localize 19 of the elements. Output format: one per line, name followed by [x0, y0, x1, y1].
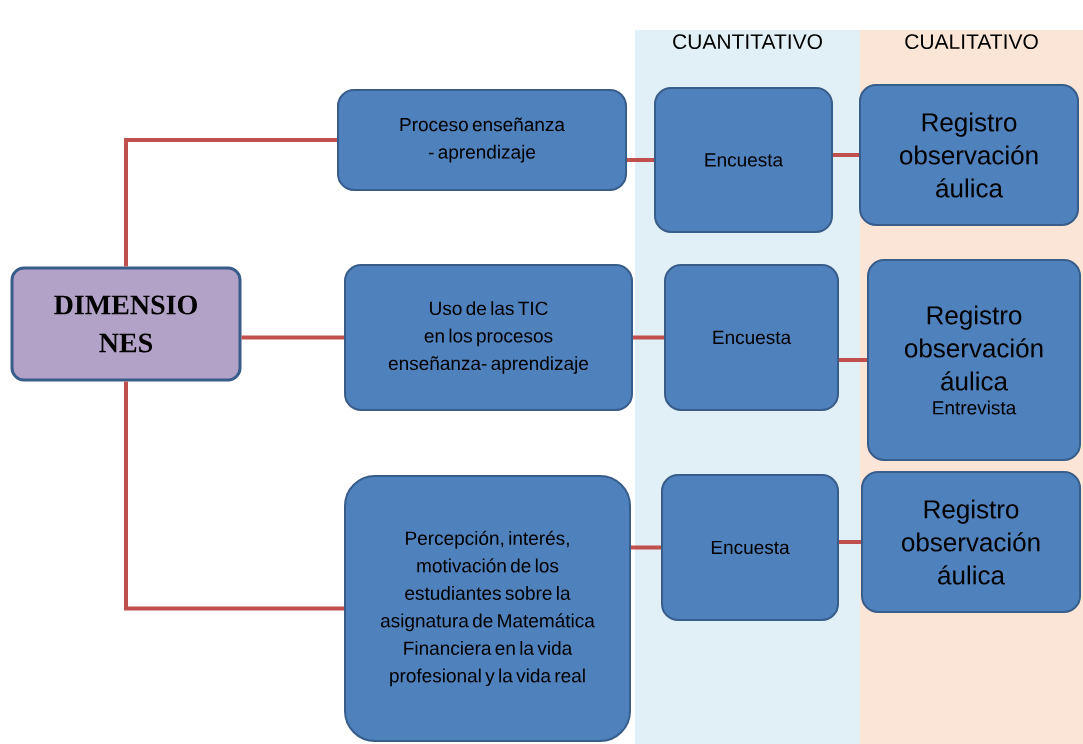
connector-line	[124, 381, 344, 611]
connector-line	[839, 358, 867, 362]
connector-line	[627, 158, 654, 162]
dimension-box: DIMENSIO NES	[10, 266, 242, 382]
method-box: Encuesta	[661, 474, 839, 621]
topic-box: Uso de las TIC en los procesos enseñanza- aprendizaje	[344, 264, 633, 411]
method-box: Encuesta	[654, 87, 833, 233]
connector-line	[124, 138, 337, 267]
topic-box: Proceso enseñanza - aprendizaje	[337, 89, 627, 191]
connector-line	[839, 540, 861, 544]
connector-line	[631, 545, 661, 550]
method-box: Registro observación áulica	[859, 84, 1079, 226]
method-box: Registro observación áulica Entrevista	[867, 259, 1081, 461]
method-box: Encuesta	[664, 264, 839, 411]
connector-line	[833, 153, 859, 157]
connector-line	[241, 335, 344, 340]
connector-line	[633, 335, 664, 340]
method-box: Registro observación áulica	[861, 471, 1081, 613]
topic-box: Percepción, interés, motivación de los estudiantes sobre la asignatura de Matemática Financiera en la vida profesional y la vida real	[344, 475, 631, 742]
